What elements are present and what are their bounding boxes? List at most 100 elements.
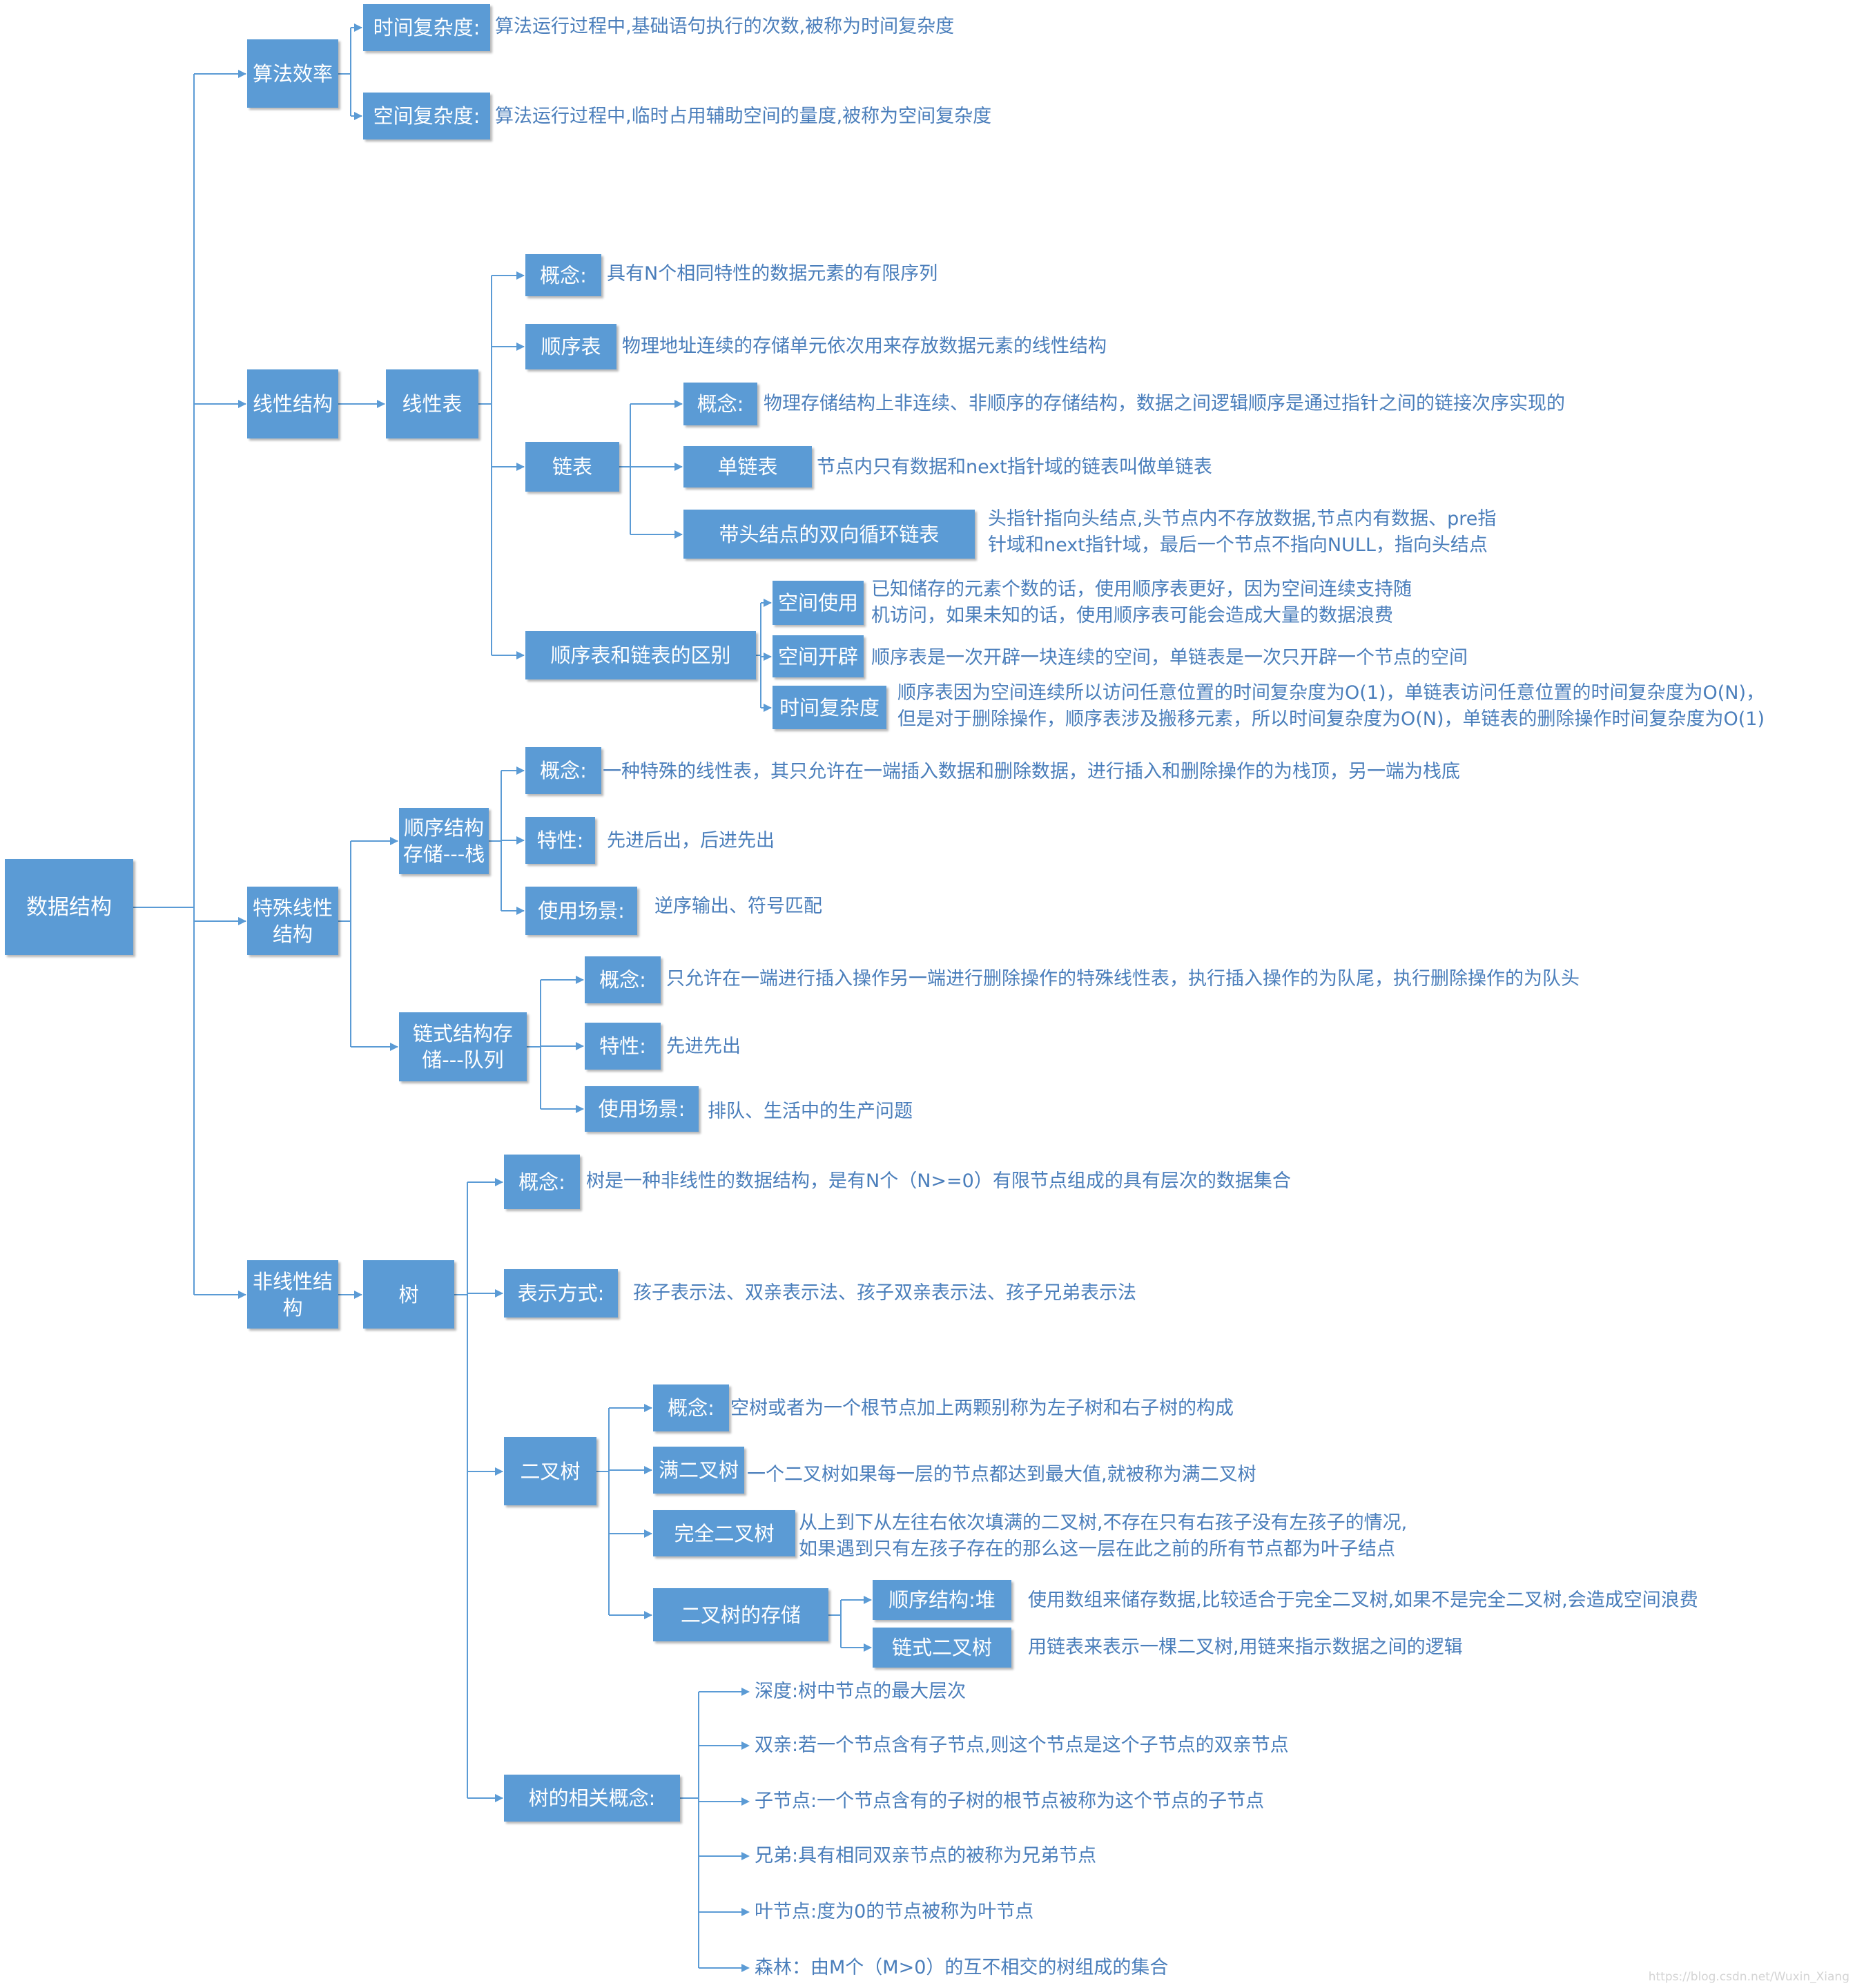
d-space-alloc-desc: 顺序表是一次开辟一块连续的空间，单链表是一次只开辟一个节点的空间 (871, 647, 1468, 668)
b-full-desc: 一个二叉树如果每一层的节点都达到最大值,就被称为满二叉树 (747, 1464, 1256, 1485)
arrow-head-icon (576, 976, 584, 984)
alg-time-desc: 算法运行过程中,基础语句执行的次数,被称为时间复杂度 (495, 16, 955, 37)
st-heap-desc: 使用数组来储存数据,比较适合于完全二叉树,如果不是完全二叉树,会造成空间浪费 (1028, 1590, 1698, 1611)
arrow-head-icon (495, 1289, 503, 1297)
arrow-head-icon (576, 1042, 584, 1050)
node-alg-space: 空间复杂度: (363, 93, 490, 139)
node-s-feature: 特性: (525, 817, 595, 864)
node-alg: 算法效率 (247, 39, 338, 108)
node-d-space-use: 空间使用 (773, 581, 864, 625)
arrow-head-icon (674, 530, 683, 539)
arrow-head-icon (644, 1529, 652, 1538)
node-lt-diff: 顺序表和链表的区别 (525, 631, 756, 679)
ll-single-desc: 节点内只有数据和next指针域的链表叫做单链表 (817, 456, 1212, 478)
arrow-head-icon (864, 1643, 872, 1652)
arrow-head-icon (354, 112, 362, 120)
node-b-concept: 概念: (653, 1384, 729, 1431)
arrow-head-icon (741, 1852, 750, 1860)
related-concept-item: 叶节点:度为0的节点被称为叶节点 (755, 1901, 1034, 1922)
node-st-linked: 链式二叉树 (873, 1628, 1011, 1668)
node-t-repr: 表示方式: (504, 1269, 618, 1318)
arrow-head-icon (674, 463, 683, 471)
watermark: https://blog.csdn.net/Wuxin_Xiang (1648, 1970, 1849, 1984)
t-repr-desc: 孩子表示法、双亲表示法、孩子双亲表示法、孩子兄弟表示法 (633, 1282, 1136, 1304)
q-feature-desc: 先进先出 (666, 1036, 741, 1057)
arrow-head-icon (674, 400, 683, 408)
node-q-concept: 概念: (585, 956, 661, 1003)
node-t-concept: 概念: (504, 1155, 580, 1209)
s-usage-desc: 逆序输出、符号匹配 (654, 896, 822, 917)
node-d-time: 时间复杂度 (773, 686, 886, 729)
node-ll-single: 单链表 (683, 446, 812, 488)
lt-seq-desc: 物理地址连续的存储单元依次用来存放数据元素的线性结构 (622, 336, 1107, 357)
arrow-head-icon (238, 70, 246, 78)
node-root: 数据结构 (5, 859, 133, 955)
node-stack: 顺序结构 存储---栈 (399, 808, 489, 874)
s-feature-desc: 先进后出，后进先出 (607, 830, 775, 851)
lt-concept-desc: 具有N个相同特性的数据元素的有限序列 (607, 263, 938, 284)
node-b-complete: 完全二叉树 (653, 1510, 795, 1556)
b-complete-desc: 从上到下从左往右依次填满的二叉树,不存在只有右孩子没有左孩子的情况, 如果遇到只… (799, 1512, 1408, 1560)
related-concept-item: 双亲:若一个节点含有子节点,则这个节点是这个子节点的双亲节点 (755, 1735, 1289, 1756)
arrow-head-icon (238, 400, 246, 408)
arrow-head-icon (764, 599, 772, 607)
node-linear: 线性结构 (247, 369, 338, 438)
node-lt-linked: 链表 (525, 442, 619, 492)
node-t-related: 树的相关概念: (504, 1775, 680, 1822)
alg-space-desc: 算法运行过程中,临时占用辅助空间的量度,被称为空间复杂度 (495, 106, 992, 127)
s-concept-desc: 一种特殊的线性表，其只允许在一端插入数据和删除数据，进行插入和删除操作的为栈顶，… (603, 761, 1460, 782)
arrow-head-icon (354, 1291, 362, 1299)
node-s-concept: 概念: (525, 747, 601, 794)
arrow-head-icon (644, 1404, 652, 1412)
arrow-head-icon (741, 1741, 750, 1750)
related-concept-item: 子节点:一个节点含有的子树的根节点被称为这个节点的子节点 (755, 1791, 1265, 1812)
arrow-head-icon (516, 766, 525, 775)
arrow-head-icon (764, 704, 772, 712)
arrow-head-icon (764, 653, 772, 661)
arrow-head-icon (516, 271, 525, 280)
arrow-head-icon (495, 1467, 503, 1476)
arrow-head-icon (516, 651, 525, 659)
arrow-head-icon (644, 1611, 652, 1619)
arrow-head-icon (377, 400, 385, 408)
arrow-head-icon (516, 463, 525, 471)
d-time-desc: 顺序表因为空间连续所以访问任意位置的时间复杂度为O(1)，单链表访问任意位置的时… (897, 682, 1765, 730)
node-q-feature: 特性: (585, 1023, 661, 1070)
related-concept-item: 深度:树中节点的最大层次 (755, 1681, 967, 1702)
arrow-head-icon (644, 1466, 652, 1474)
node-s-usage: 使用场景: (525, 887, 637, 935)
node-nonlinear: 非线性结 构 (247, 1260, 338, 1329)
node-b-storage: 二叉树的存储 (653, 1588, 828, 1641)
arrow-head-icon (516, 907, 525, 915)
related-concept-item: 兄弟:具有相同双亲节点的被称为兄弟节点 (755, 1845, 1097, 1866)
arrow-head-icon (495, 1794, 503, 1802)
node-ll-double: 带头结点的双向循环链表 (683, 510, 975, 559)
ll-concept-desc: 物理存储结构上非连续、非顺序的存储结构，数据之间逻辑顺序是通过指针之间的链接次序… (764, 393, 1565, 414)
arrow-head-icon (741, 1964, 750, 1972)
arrow-head-icon (576, 1105, 584, 1113)
node-st-heap: 顺序结构:堆 (873, 1580, 1011, 1620)
arrow-head-icon (495, 1178, 503, 1186)
node-lt-seq: 顺序表 (525, 324, 616, 369)
node-queue: 链式结构存 储---队列 (399, 1012, 527, 1081)
node-d-space-alloc: 空间开辟 (773, 635, 864, 677)
node-t-binary: 二叉树 (504, 1437, 596, 1505)
related-concept-item: 森林：由M个（M>0）的互不相交的树组成的集合 (755, 1957, 1169, 1978)
ll-double-desc: 头指针指向头结点,头节点内不存放数据,节点内有数据、pre指 针域和next指针… (988, 508, 1497, 556)
q-concept-desc: 只允许在一端进行插入操作另一端进行删除操作的特殊线性表，执行插入操作的为队尾，执… (666, 968, 1580, 990)
arrow-head-icon (390, 837, 398, 845)
d-space-use-desc: 已知储存的元素个数的话，使用顺序表更好，因为空间连续支持随 机访问，如果未知的话… (871, 579, 1412, 626)
node-b-full: 满二叉树 (653, 1447, 744, 1494)
arrow-head-icon (390, 1043, 398, 1051)
arrow-head-icon (354, 23, 362, 32)
arrow-head-icon (741, 1908, 750, 1916)
arrow-head-icon (238, 1291, 246, 1299)
q-usage-desc: 排队、生活中的生产问题 (708, 1101, 913, 1122)
arrow-head-icon (516, 836, 525, 845)
t-concept-desc: 树是一种非线性的数据结构，是有N个（N>=0）有限节点组成的具有层次的数据集合 (586, 1170, 1291, 1192)
node-special: 特殊线性 结构 (247, 887, 338, 955)
arrow-head-icon (516, 342, 525, 351)
arrow-head-icon (741, 1688, 750, 1696)
